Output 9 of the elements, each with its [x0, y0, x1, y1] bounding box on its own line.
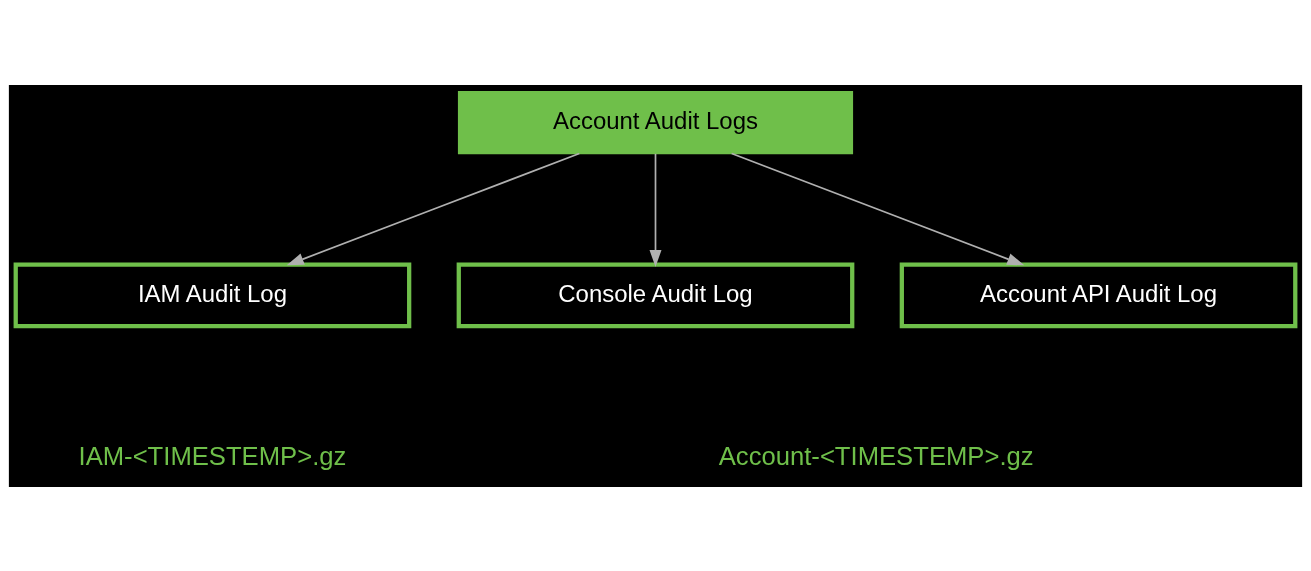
label: Account-<TIMESTEMP>.gz — [718, 441, 1034, 470]
label: IAM-<TIMESTEMP>.gz — [78, 441, 347, 470]
node-box: IAM Audit Log — [13, 262, 412, 328]
node-box: Account API Audit Log — [899, 262, 1298, 328]
node-box: Account Audit Logs — [457, 90, 854, 154]
arrow — [286, 152, 581, 265]
node-box: Console Audit Log — [456, 262, 855, 328]
arrow — [730, 152, 1025, 265]
arrow — [649, 152, 662, 267]
